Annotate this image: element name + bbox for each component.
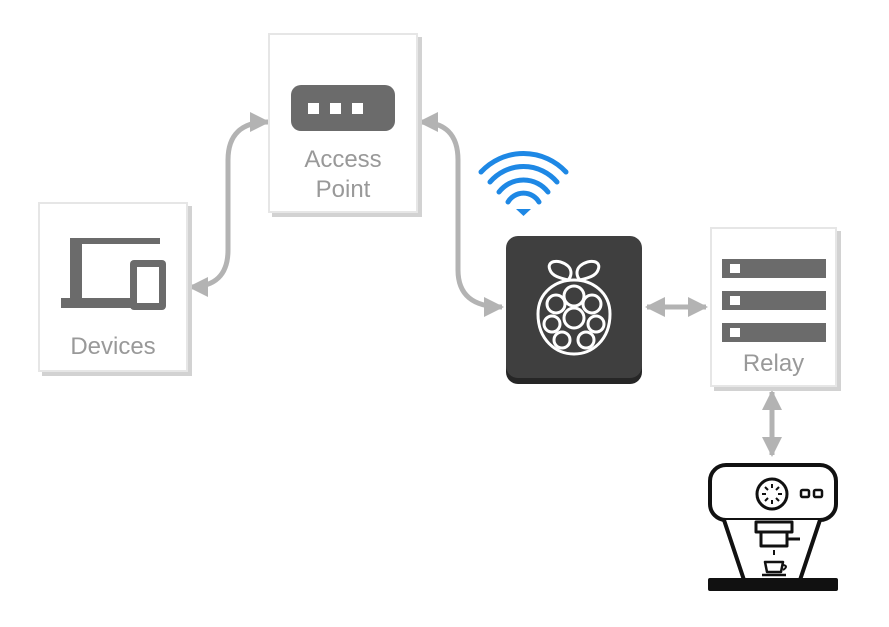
devices-node: Devices [38,202,188,372]
access-point-node: Access Point [268,33,418,213]
access-point-label-line1: Access [304,146,382,173]
laptop-phone-icon [61,238,166,310]
devices-label: Devices [70,333,156,360]
relay-label: Relay [742,350,805,377]
raspberry-pi-icon [536,259,612,356]
relay-node: Relay [710,227,837,387]
router-icon [291,85,395,131]
relay-rack-icon [722,259,826,342]
raspberry-pi-node [506,236,642,378]
connector-access-point-pi [418,112,504,317]
connector-devices-access-point [188,112,270,297]
access-point-label-line2: Point [315,176,371,203]
